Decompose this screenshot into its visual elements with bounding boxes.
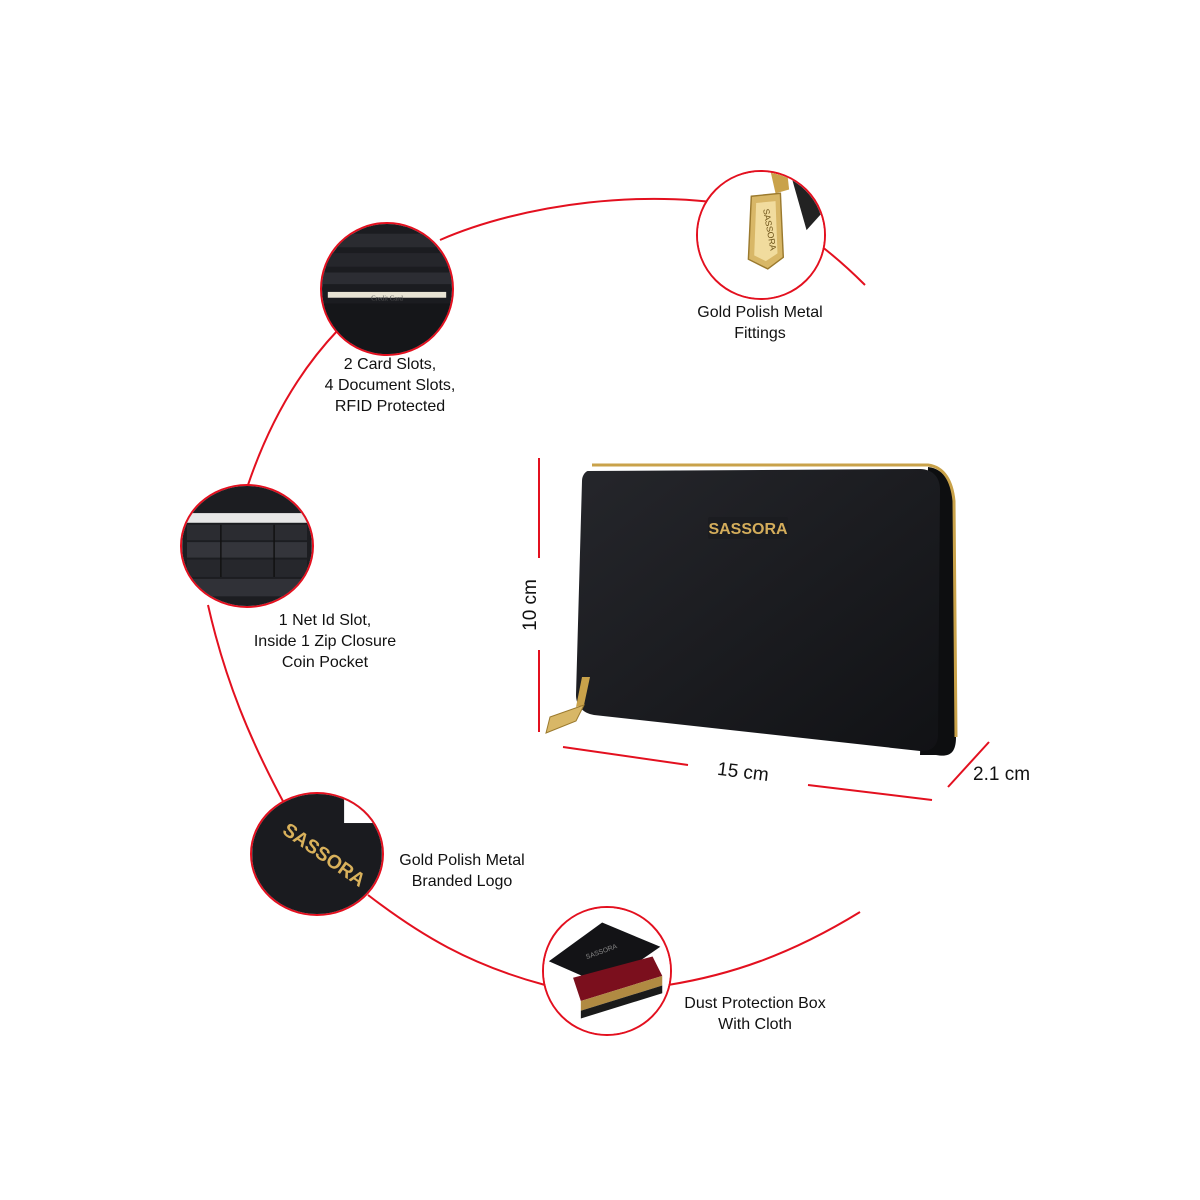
- width-dimension-line-left: [562, 746, 689, 766]
- caption-line: Branded Logo: [411, 873, 513, 890]
- fittings-caption: Gold Polish Metal Fittings: [680, 302, 840, 344]
- caption-line: Dust Protection Box: [684, 995, 826, 1012]
- logo-detail-circle: SASSORA: [250, 792, 384, 916]
- caption-line: 2 Card Slots,: [343, 356, 437, 373]
- depth-dimension-label: 2.1 cm: [973, 764, 1031, 785]
- caption-line: Gold Polish Metal: [399, 852, 525, 869]
- logo-caption: Gold Polish Metal Branded Logo: [382, 850, 542, 892]
- zipper-pull-icon: SASSORA: [698, 172, 824, 298]
- wallet-interior-icon: [182, 486, 312, 606]
- caption-line: With Cloth: [718, 1016, 792, 1033]
- depth-dimension-line: [947, 741, 990, 788]
- arc-upper-left-segment: [247, 329, 339, 486]
- wallet-brand-logo: SASSORA: [708, 521, 788, 538]
- card-slots-detail-circle: Credit Card: [320, 222, 454, 356]
- height-dimension-label: 10 cm: [519, 579, 541, 631]
- width-dimension-line-right: [807, 784, 933, 801]
- caption-line: Fittings: [734, 325, 786, 342]
- id-slot-detail-circle: [180, 484, 314, 608]
- arc-bottom-segment: [367, 894, 546, 986]
- gift-box-icon: SASSORA: [544, 908, 670, 1034]
- caption-line: Inside 1 Zip Closure: [253, 633, 397, 650]
- box-detail-circle: SASSORA: [542, 906, 672, 1036]
- caption-line: 1 Net Id Slot,: [278, 612, 372, 629]
- card-slots-caption: 2 Card Slots, 4 Document Slots, RFID Pro…: [305, 354, 475, 417]
- caption-line: Gold Polish Metal: [697, 304, 823, 321]
- id-slot-caption: 1 Net Id Slot, Inside 1 Zip Closure Coin…: [225, 610, 425, 673]
- product-wallet-image: SASSORA: [540, 455, 1000, 775]
- box-caption: Dust Protection Box With Cloth: [670, 993, 840, 1035]
- wallet-illustration: SASSORA: [545, 463, 958, 756]
- caption-line: 4 Document Slots,: [324, 377, 456, 394]
- brand-logo-icon: SASSORA: [252, 794, 382, 914]
- arc-bottom-right-segment: [667, 911, 861, 986]
- fittings-detail-circle: SASSORA: [696, 170, 826, 300]
- caption-line: RFID Protected: [334, 398, 446, 415]
- credit-card-label: Credit Card: [371, 296, 403, 303]
- card-slots-icon: Credit Card: [322, 224, 452, 354]
- arc-lower-left-segment: [207, 604, 286, 806]
- caption-line: Coin Pocket: [281, 654, 369, 671]
